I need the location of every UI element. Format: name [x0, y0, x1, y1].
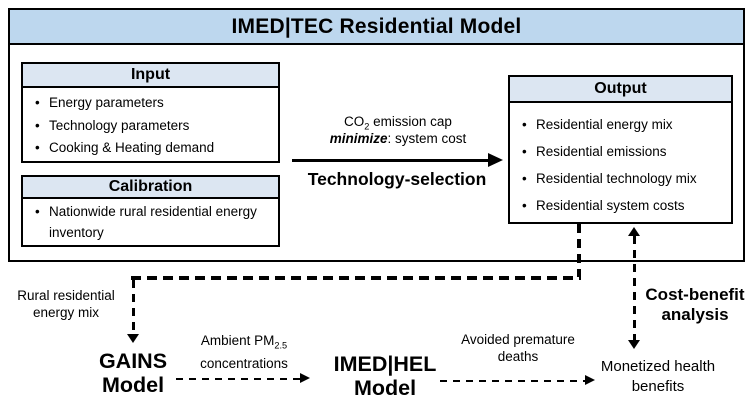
imedhel-model-node: IMED|HEL Model	[333, 352, 437, 400]
ambient-pre: Ambient PM	[200, 333, 275, 348]
arrow-down-icon	[127, 334, 139, 343]
avoided-premature-deaths-label: Avoided premature deaths	[461, 332, 575, 364]
cost-benefit-connector	[633, 236, 636, 340]
list-item: Energy parameters	[31, 92, 274, 115]
arrow-right-icon	[300, 373, 310, 383]
input-box: Input Energy parameters Technology param…	[21, 62, 280, 163]
co2-emission-cap-label: CO2 emission cap	[292, 114, 504, 135]
calibration-box-list: Nationwide rural residential energy inve…	[21, 199, 280, 247]
arrow-right-icon	[585, 375, 595, 385]
input-box-list: Energy parameters Technology parameters …	[21, 88, 280, 163]
ambient-line2: concentrations	[200, 355, 288, 371]
arrow-right-icon	[488, 153, 503, 167]
technology-selection-label: Technology-selection	[307, 169, 487, 189]
co2-pre: CO	[344, 114, 365, 129]
technology-selection-arrow	[292, 159, 490, 162]
list-item: Cooking & Heating demand	[31, 137, 274, 160]
calibration-box: Calibration Nationwide rural residential…	[21, 175, 280, 247]
list-item: Residential emissions	[518, 138, 727, 165]
output-box-header: Output	[508, 75, 733, 103]
minimize-word: minimize	[329, 131, 388, 146]
gains-model-node: GAINS Model	[98, 349, 168, 397]
list-item: Residential system costs	[518, 192, 727, 219]
monetized-health-benefits-label: Monetized health benefits	[600, 358, 716, 395]
imedhel-to-monetized-connector	[440, 380, 588, 382]
calibration-box-header: Calibration	[21, 175, 280, 199]
rural-residential-energy-mix-label: Rural residential energy mix	[17, 288, 115, 320]
output-to-gains-connector-horizontal	[131, 276, 581, 280]
list-item: Nationwide rural residential energy inve…	[31, 201, 274, 243]
list-item: Technology parameters	[31, 115, 274, 138]
input-box-header: Input	[21, 62, 280, 88]
output-box-list: Residential energy mix Residential emiss…	[508, 103, 733, 224]
output-to-gains-connector-drop	[132, 280, 135, 335]
arrow-down-icon	[628, 340, 640, 349]
arrow-up-icon	[628, 227, 640, 236]
cost-benefit-analysis-label: Cost-benefit analysis	[645, 285, 745, 324]
minimize-rest: : system cost	[387, 131, 467, 146]
minimize-system-cost-label: minimize: system cost	[292, 131, 504, 147]
pm25-subscript: 2.5	[274, 340, 288, 351]
list-item: Residential energy mix	[518, 111, 727, 138]
co2-subscript: 2	[364, 121, 370, 132]
output-to-gains-connector-vertical	[577, 224, 581, 277]
gains-to-imedhel-connector	[176, 378, 303, 380]
output-box: Output Residential energy mix Residentia…	[508, 75, 733, 224]
page-title: IMED|TEC Residential Model	[8, 8, 745, 45]
co2-post: emission cap	[369, 114, 452, 129]
list-item: Residential technology mix	[518, 165, 727, 192]
ambient-pm25-label: Ambient PM2.5 concentrations	[183, 332, 305, 372]
